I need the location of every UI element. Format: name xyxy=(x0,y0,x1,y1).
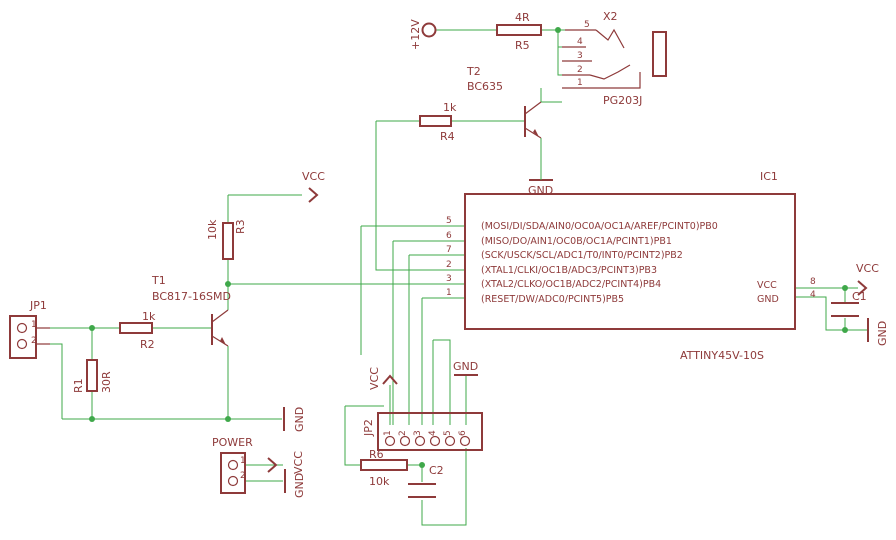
svg-text:2: 2 xyxy=(577,65,583,75)
r5-name: R5 xyxy=(515,39,530,52)
t1-name: T1 xyxy=(151,274,166,287)
gnd-symbol-t2: GND xyxy=(528,168,553,197)
svg-text:2: 2 xyxy=(446,260,452,270)
resistor-r6: R6 10k xyxy=(360,448,408,488)
svg-text:5: 5 xyxy=(446,216,452,226)
vcc-symbol-power: VCC xyxy=(267,451,305,474)
svg-text:6: 6 xyxy=(458,430,468,436)
svg-text:GND: GND xyxy=(293,473,306,498)
c2-name: C2 xyxy=(429,464,444,477)
svg-text:1: 1 xyxy=(577,78,583,88)
svg-text:VCC: VCC xyxy=(302,170,325,183)
resistor-r4: 1k R4 xyxy=(419,101,457,143)
jp2-name: JP2 xyxy=(362,419,375,437)
svg-text:1: 1 xyxy=(240,456,246,466)
ic1-pin-pb0: (MOSI/DI/SDA/AIN0/OC0A/OC1A/AREF/PCINT0)… xyxy=(481,221,718,232)
c1-name: C1 xyxy=(852,290,867,303)
r6-name: R6 xyxy=(369,448,384,461)
vcc-symbol-jp2: VCC xyxy=(368,367,398,390)
svg-text:GND: GND xyxy=(876,321,889,346)
gnd-symbol-jp2: GND xyxy=(453,360,478,376)
r1-name: R1 xyxy=(72,378,85,393)
ic1-pin-pb1: (MISO/DO/AIN1/OC0B/OC1A/PCINT1)PB1 xyxy=(481,236,672,247)
ic1-name: IC1 xyxy=(760,170,778,183)
svg-text:GND: GND xyxy=(293,407,306,432)
supply-12v-label: +12V xyxy=(409,19,422,50)
r2-name: R2 xyxy=(140,338,155,351)
connector-jp1: 1 2 JP1 xyxy=(9,299,50,359)
svg-text:VCC: VCC xyxy=(856,262,879,275)
ic1-pin-pb3: (XTAL1/CLKI/OC1B/ADC3/PCINT3)PB3 xyxy=(481,265,657,276)
svg-text:GND: GND xyxy=(528,184,553,197)
connector-power: 1 2 POWER xyxy=(212,436,253,494)
r3-value: 10k xyxy=(206,219,219,240)
svg-text:8: 8 xyxy=(810,277,816,287)
connector-x2: 5 4 3 2 1 X2 PG203J xyxy=(562,10,667,107)
svg-text:GND: GND xyxy=(453,360,478,373)
transistor-t2: T2 BC635 xyxy=(466,65,542,139)
svg-text:5: 5 xyxy=(443,430,453,436)
x2-name: X2 xyxy=(603,10,618,23)
wires xyxy=(50,29,868,526)
t2-value: BC635 xyxy=(467,80,503,93)
ic1-pin-pb4: (XTAL2/CLKO/OC1B/ADC2/PCINT4)PB4 xyxy=(481,279,661,290)
t2-name: T2 xyxy=(466,65,481,78)
svg-text:3: 3 xyxy=(413,430,423,436)
svg-text:4: 4 xyxy=(810,290,816,300)
gnd-symbol-power: GND xyxy=(284,469,306,498)
vcc-symbol-right: VCC xyxy=(856,262,879,296)
resistor-r3: 10k R3 xyxy=(206,219,247,260)
junctions xyxy=(89,27,848,468)
ic1-pin-gnd: GND xyxy=(757,294,779,305)
svg-text:2: 2 xyxy=(240,471,246,481)
svg-text:4: 4 xyxy=(428,430,438,436)
r5-value: 4R xyxy=(515,11,530,24)
r2-value: 1k xyxy=(142,310,156,323)
transistor-t1: T1 BC817-16SMD xyxy=(151,274,231,347)
svg-text:1: 1 xyxy=(383,430,393,436)
r6-value: 10k xyxy=(369,475,390,488)
svg-text:VCC: VCC xyxy=(368,367,381,390)
resistor-r2: 1k R2 xyxy=(119,310,156,351)
ic1-pin-vcc: VCC xyxy=(757,280,777,291)
svg-text:VCC: VCC xyxy=(292,451,305,474)
r4-value: 1k xyxy=(443,101,457,114)
t1-value: BC817-16SMD xyxy=(152,290,231,303)
x2-value: PG203J xyxy=(603,94,642,107)
svg-text:1: 1 xyxy=(31,320,37,330)
ic1-pin-pb2: (SCK/USCK/SCL/ADC1/T0/INT0/PCINT2)PB2 xyxy=(481,250,683,261)
jp1-name: JP1 xyxy=(29,299,47,312)
svg-text:1: 1 xyxy=(446,288,452,298)
connector-jp2: 1 2 3 4 5 6 JP2 xyxy=(362,412,483,451)
svg-text:7: 7 xyxy=(446,245,452,255)
capacitor-c2: C2 xyxy=(408,464,444,498)
vcc-symbol-top: VCC xyxy=(302,170,325,203)
gnd-symbol-right: GND xyxy=(867,318,889,346)
svg-text:4: 4 xyxy=(577,37,583,47)
r3-name: R3 xyxy=(234,219,247,234)
r1-value: 30R xyxy=(100,371,113,393)
resistor-r1: R1 30R xyxy=(72,359,113,393)
svg-text:2: 2 xyxy=(398,430,408,436)
r4-name: R4 xyxy=(440,130,455,143)
ic1: IC1 ATTINY45V-10S 5 6 7 2 3 1 (MOSI/DI/S… xyxy=(446,170,816,362)
gnd-symbol-t1: GND xyxy=(283,407,306,432)
svg-text:2: 2 xyxy=(31,336,37,346)
supply-12v: +12V xyxy=(409,19,437,50)
ic1-value: ATTINY45V-10S xyxy=(680,349,764,362)
svg-text:3: 3 xyxy=(446,274,452,284)
power-name: POWER xyxy=(212,436,253,449)
ic1-pin-pb5: (RESET/DW/ADC0/PCINT5)PB5 xyxy=(481,294,624,305)
capacitor-c1: C1 xyxy=(831,290,867,317)
resistor-r5: 4R R5 xyxy=(496,11,542,52)
svg-text:6: 6 xyxy=(446,231,452,241)
svg-text:3: 3 xyxy=(577,51,583,61)
svg-text:5: 5 xyxy=(584,20,590,30)
